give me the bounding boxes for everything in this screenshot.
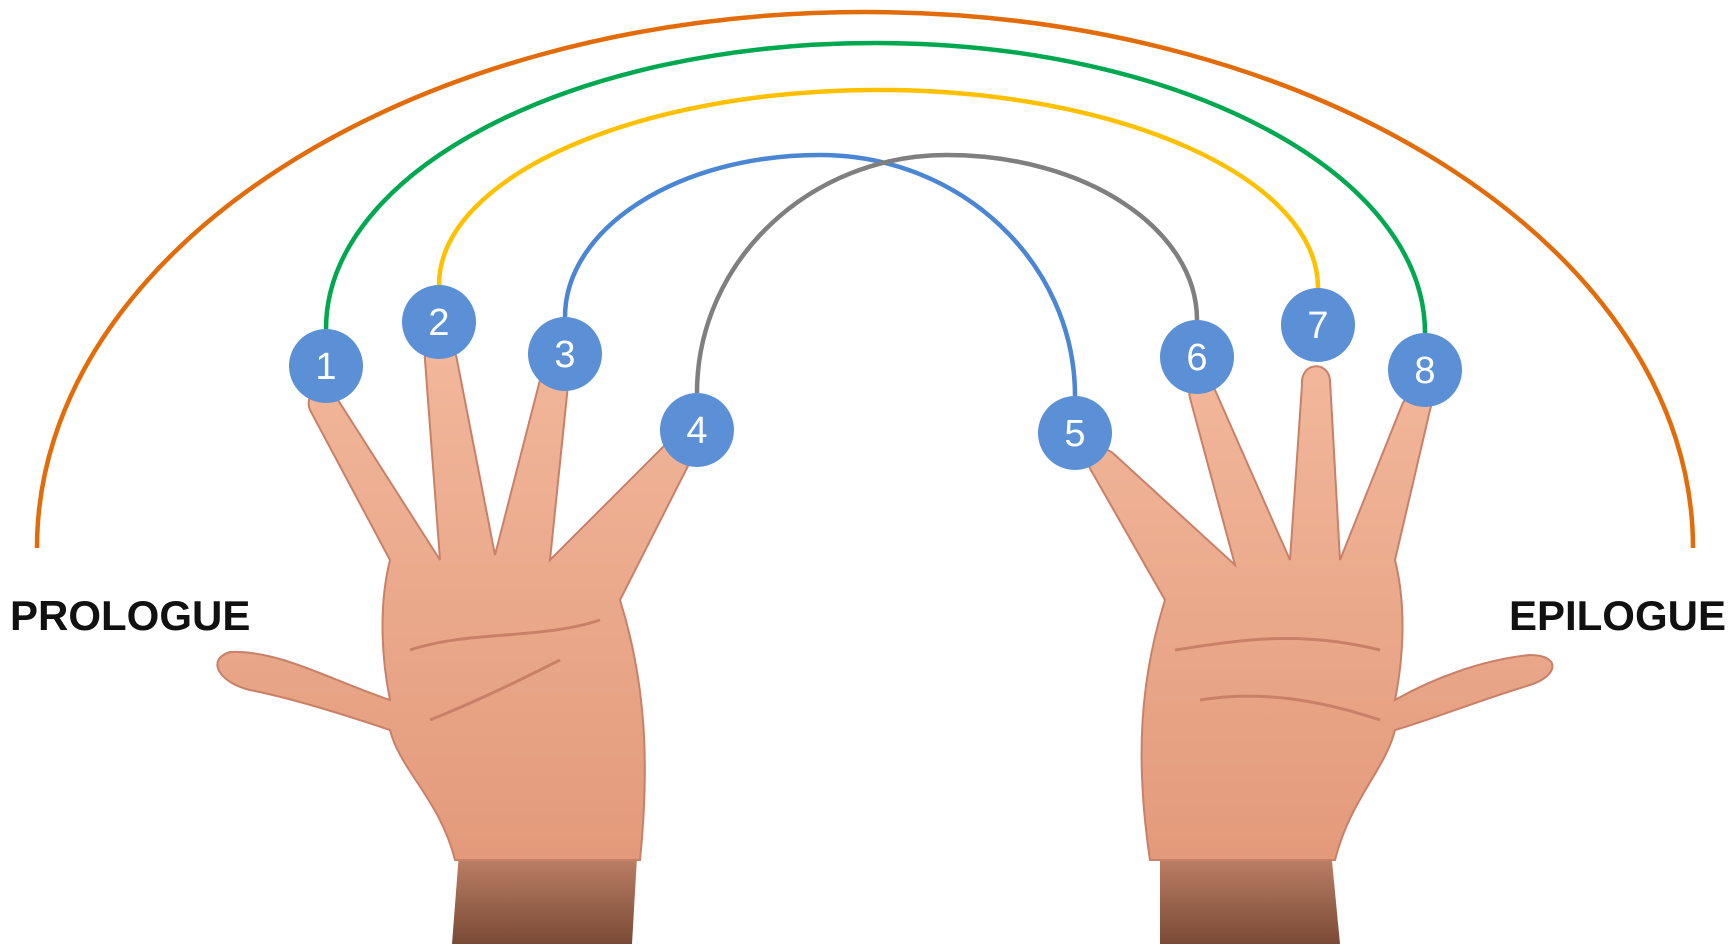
node-circle (1388, 333, 1462, 407)
arc-connections (34, 9, 1696, 549)
node-circle (660, 393, 734, 467)
node-6: 6 (1160, 320, 1234, 394)
numbered-nodes: 1 2 3 4 5 6 7 8 (289, 285, 1462, 470)
prologue-label: PROLOGUE (10, 592, 250, 639)
node-number: 6 (1186, 337, 1207, 379)
right-forearm (1160, 840, 1340, 944)
node-1: 1 (289, 329, 363, 403)
right-hand-image (1087, 365, 1554, 944)
node-3: 3 (528, 317, 602, 391)
right-palm-crease (1174, 636, 1381, 652)
right-palm-crease-2 (1199, 694, 1381, 722)
left-palm-crease-2 (429, 658, 561, 722)
node-2: 2 (402, 285, 476, 359)
node-5: 5 (1038, 396, 1112, 470)
node-circle (1038, 396, 1112, 470)
node-circle (289, 329, 363, 403)
arc-3-5 (562, 152, 1078, 397)
right-palm (1087, 365, 1554, 861)
node-circle (1281, 288, 1355, 362)
left-forearm (452, 840, 638, 944)
node-number: 7 (1307, 305, 1328, 347)
left-hand-image (216, 344, 694, 944)
node-number: 5 (1064, 413, 1085, 455)
node-number: 1 (315, 346, 336, 388)
node-number: 3 (554, 334, 575, 376)
node-7: 7 (1281, 288, 1355, 362)
node-4: 4 (660, 393, 734, 467)
arc-prologue-epilogue (34, 9, 1696, 549)
node-circle (528, 317, 602, 391)
node-number: 8 (1414, 350, 1435, 392)
node-number: 4 (686, 410, 707, 452)
arc-4-6 (694, 152, 1200, 394)
left-palm-crease (409, 618, 601, 652)
node-circle (402, 285, 476, 359)
left-palm (216, 344, 694, 861)
node-8: 8 (1388, 333, 1462, 407)
node-number: 2 (428, 302, 449, 344)
arc-2-7 (436, 87, 1321, 289)
node-circle (1160, 320, 1234, 394)
epilogue-label: EPILOGUE (1509, 592, 1726, 639)
arc-1-8 (323, 40, 1428, 334)
